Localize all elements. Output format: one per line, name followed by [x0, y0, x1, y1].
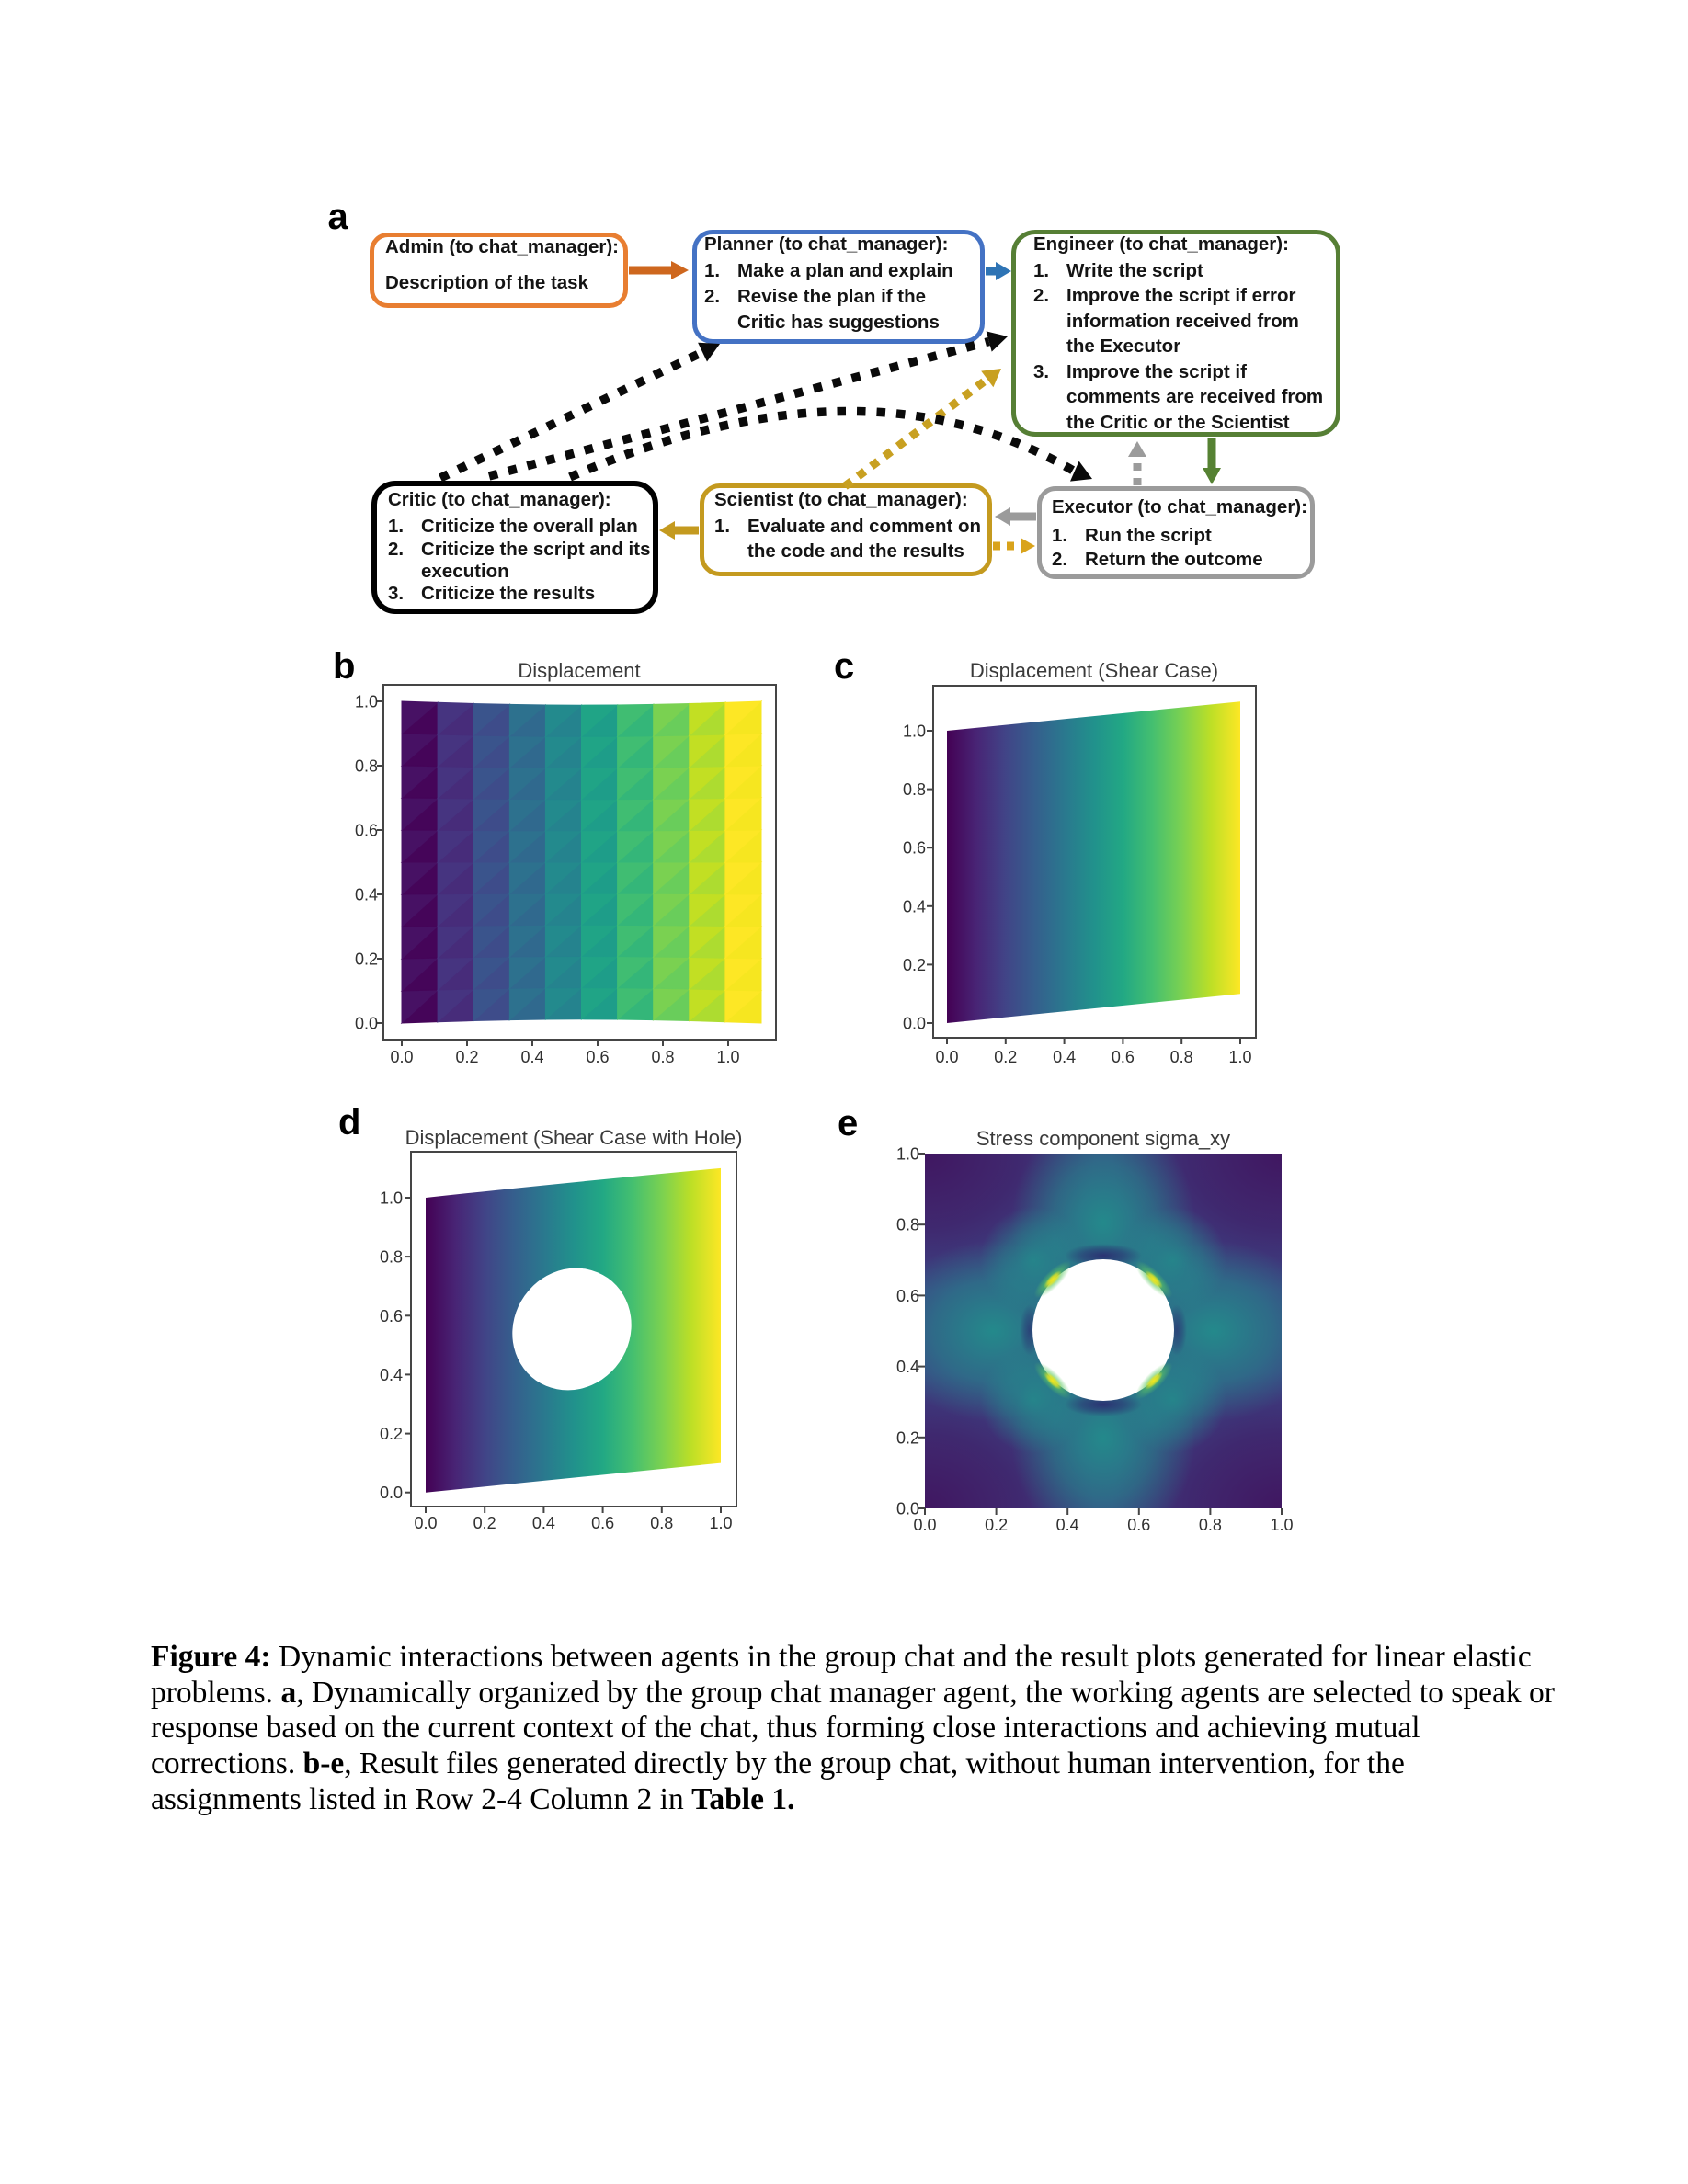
svg-text:0.6: 0.6 [1112, 1048, 1135, 1066]
svg-text:1.0: 1.0 [716, 1048, 739, 1066]
svg-text:1.0: 1.0 [709, 1514, 732, 1532]
svg-text:0.4: 0.4 [1056, 1516, 1079, 1534]
svg-text:0.6: 0.6 [591, 1514, 614, 1532]
svg-text:0.0: 0.0 [935, 1048, 958, 1066]
svg-text:0.6: 0.6 [355, 822, 378, 840]
svg-text:0.4: 0.4 [520, 1048, 543, 1066]
svg-text:0.4: 0.4 [355, 886, 378, 904]
svg-text:Stress component sigma_xy: Stress component sigma_xy [976, 1127, 1230, 1150]
svg-text:0.6: 0.6 [903, 839, 926, 858]
svg-text:0.8: 0.8 [651, 1048, 674, 1066]
svg-text:0.0: 0.0 [390, 1048, 413, 1066]
svg-text:0.4: 0.4 [896, 1358, 919, 1376]
svg-text:0.2: 0.2 [985, 1516, 1008, 1534]
svg-text:1.0: 1.0 [380, 1189, 403, 1208]
svg-text:0.8: 0.8 [650, 1514, 673, 1532]
svg-text:0.8: 0.8 [1199, 1516, 1222, 1534]
svg-text:Displacement: Displacement [518, 659, 640, 682]
svg-text:0.8: 0.8 [903, 780, 926, 799]
svg-text:1.0: 1.0 [1228, 1048, 1251, 1066]
svg-text:0.6: 0.6 [586, 1048, 609, 1066]
svg-text:1.0: 1.0 [896, 1145, 919, 1164]
svg-text:0.0: 0.0 [380, 1484, 403, 1502]
svg-text:0.0: 0.0 [355, 1015, 378, 1033]
svg-text:0.2: 0.2 [455, 1048, 478, 1066]
svg-text:0.0: 0.0 [896, 1500, 919, 1519]
svg-text:0.8: 0.8 [896, 1216, 919, 1234]
svg-text:0.2: 0.2 [355, 950, 378, 969]
svg-text:0.2: 0.2 [994, 1048, 1017, 1066]
svg-text:1.0: 1.0 [903, 722, 926, 741]
svg-text:0.4: 0.4 [532, 1514, 555, 1532]
svg-text:Displacement (Shear Case): Displacement (Shear Case) [970, 659, 1218, 682]
svg-text:0.6: 0.6 [896, 1287, 919, 1305]
svg-text:1.0: 1.0 [355, 693, 378, 711]
svg-text:0.2: 0.2 [903, 956, 926, 974]
svg-text:Displacement (Shear Case with: Displacement (Shear Case with Hole) [405, 1126, 743, 1149]
svg-text:0.2: 0.2 [473, 1514, 496, 1532]
svg-text:0.0: 0.0 [903, 1015, 926, 1033]
svg-text:0.6: 0.6 [1127, 1516, 1150, 1534]
svg-text:0.4: 0.4 [903, 897, 926, 916]
svg-text:0.6: 0.6 [380, 1307, 403, 1325]
svg-text:0.4: 0.4 [380, 1366, 403, 1384]
svg-text:0.0: 0.0 [414, 1514, 437, 1532]
svg-text:1.0: 1.0 [1270, 1516, 1293, 1534]
svg-text:0.8: 0.8 [1170, 1048, 1193, 1066]
svg-text:0.4: 0.4 [1053, 1048, 1076, 1066]
svg-text:0.2: 0.2 [380, 1425, 403, 1443]
svg-text:0.2: 0.2 [896, 1428, 919, 1447]
svg-text:0.8: 0.8 [380, 1248, 403, 1267]
svg-text:0.0: 0.0 [913, 1516, 936, 1534]
svg-text:0.8: 0.8 [355, 757, 378, 776]
